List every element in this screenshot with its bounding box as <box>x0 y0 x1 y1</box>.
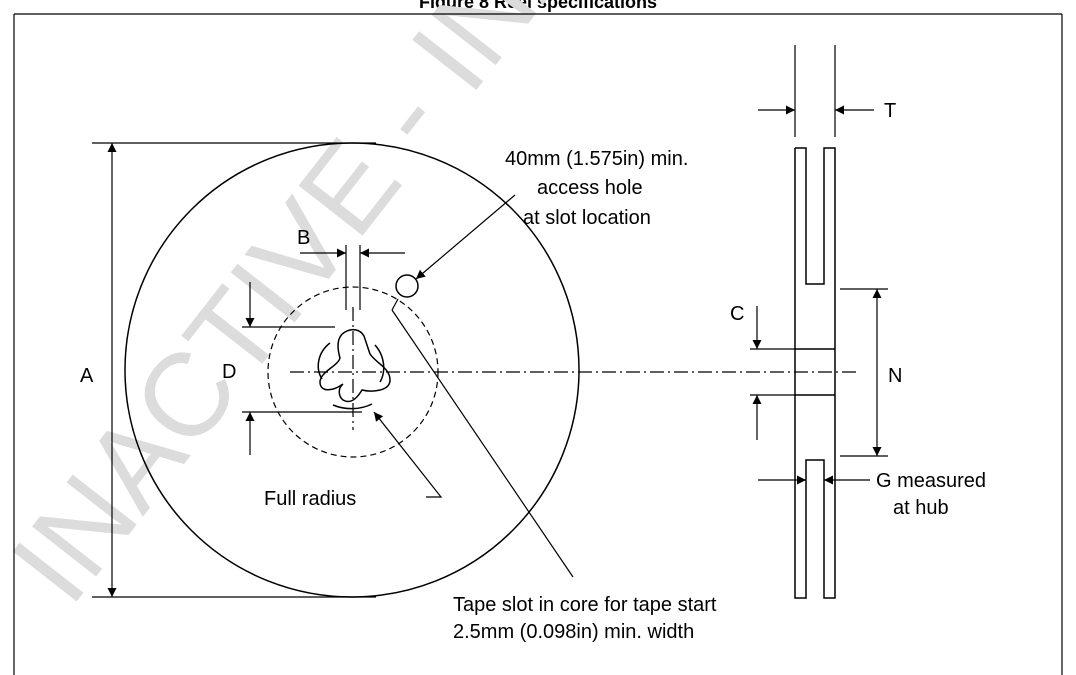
access-hole-leader <box>415 194 516 280</box>
dimension-g-label-line2: at hub <box>893 497 949 519</box>
access-hole-label-line1: 40mm (1.575in) min. <box>505 148 688 170</box>
side-view-left-flange <box>794 147 836 599</box>
dimension-a-label: A <box>80 365 94 387</box>
tape-slot-leader <box>391 309 574 578</box>
dimension-t-label: T <box>884 100 896 122</box>
tape-slot-label-line2: 2.5mm (0.098in) min. width <box>453 621 694 643</box>
full-radius-label: Full radius <box>264 488 356 510</box>
watermark-text: INACTIVE - INACTIVE <box>0 0 825 626</box>
dimension-n-label: N <box>888 365 902 387</box>
access-hole-label-line3: at slot location <box>523 207 651 229</box>
access-hole-label-line2: access hole <box>537 177 643 199</box>
access-hole-circle <box>395 274 419 298</box>
center-hole-arc-left <box>317 342 331 380</box>
dimension-d-label: D <box>222 361 236 383</box>
dimension-c-label: C <box>730 303 744 325</box>
center-hole-outline <box>319 328 391 403</box>
dimension-b-label: B <box>297 227 310 249</box>
center-hole-arc-right <box>374 344 385 383</box>
tape-slot-leader-short <box>391 298 399 311</box>
dimension-g-label-line1: G measured <box>876 470 986 492</box>
tape-slot-label-line1: Tape slot in core for tape start <box>453 594 717 616</box>
page-title: Figure 8 Reel specifications <box>418 0 658 12</box>
full-radius-leader <box>373 411 443 498</box>
